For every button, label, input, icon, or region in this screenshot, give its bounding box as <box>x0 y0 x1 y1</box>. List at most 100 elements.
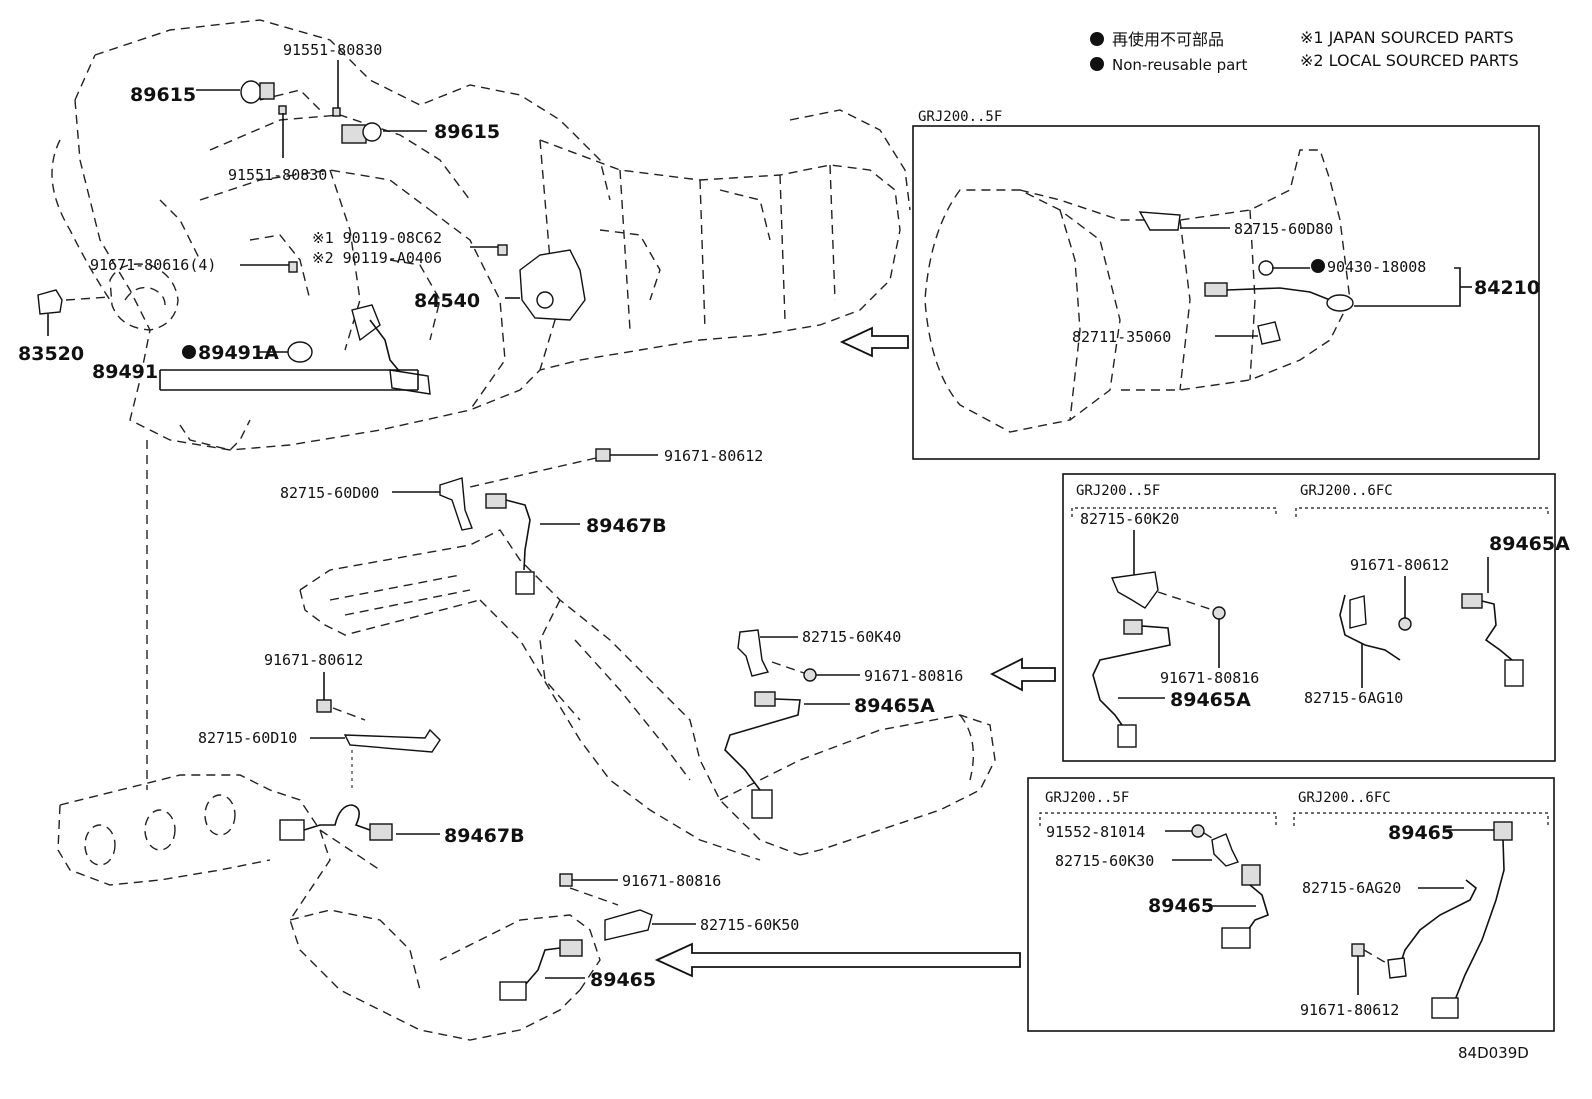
label-89465-box3-left: 89465 <box>1148 895 1214 917</box>
legend: 再使用不可部品 Non-reusable part ※1 JAPAN SOURC… <box>1090 28 1519 74</box>
bolt-91671-80612-box2 <box>1398 617 1412 631</box>
label-82715-60D80: 82715-60D80 <box>1234 220 1333 238</box>
harness-89467B-top <box>505 499 531 571</box>
box2-title-left: GRJ200..5F <box>1076 483 1160 499</box>
bolt-91671-80816-box2 <box>1212 606 1226 620</box>
labels-middle: 91671-80612 82715-60D00 89467B 82715-60K… <box>280 447 963 717</box>
harness-89465-box3-left <box>1247 884 1269 931</box>
labels-top: 89615 91551-80830 89615 91551-80830 ※1 9… <box>18 41 500 383</box>
sensor-89615-right <box>341 124 367 144</box>
label-82715-60K20: 82715-60K20 <box>1080 510 1179 528</box>
box3-title-right: GRJ200..6FC <box>1298 790 1391 806</box>
label-82715-60D10: 82715-60D10 <box>198 729 297 747</box>
label-91552-81014: 91552-81014 <box>1046 823 1145 841</box>
label-91551-top: 91551-80830 <box>283 41 382 59</box>
connector-89465A-box2-left <box>1123 619 1143 635</box>
bracket-82715-60K30 <box>1211 833 1239 867</box>
label-89615-left: 89615 <box>130 84 196 106</box>
box1-title: GRJ200..5F <box>918 109 1002 125</box>
bolt-90119 <box>497 244 508 256</box>
arrow-left-icon <box>654 942 1021 978</box>
bracket-82715-60D10 <box>343 728 441 753</box>
bolt-91671-80816-bot <box>559 873 573 887</box>
exhaust-upper <box>299 448 996 861</box>
harness-84210 <box>1226 287 1331 301</box>
label-90119-local: ※2 90119-A0406 <box>312 249 442 267</box>
connector-89467B-bot <box>369 823 393 841</box>
sensor-84210 <box>1326 294 1354 312</box>
sensor-89465-bot <box>499 981 527 1001</box>
gasket-90430 <box>1258 260 1274 276</box>
harness-89467B-bot <box>303 804 371 831</box>
label-91671-80612-box2: 91671-80612 <box>1350 556 1449 574</box>
bracket-82715-6AG20 <box>1399 879 1478 966</box>
label-84210: 84210 <box>1474 277 1540 299</box>
bolt-91671-80616 <box>288 261 298 273</box>
label-89465-bot: 89465 <box>590 969 656 991</box>
bolt-91671-80612-left <box>316 699 332 713</box>
bolt-91671-80612-top <box>595 448 611 462</box>
box3-title-left: GRJ200..5F <box>1045 790 1129 806</box>
bolt-91671-80612-box3 <box>1351 943 1365 957</box>
sensor-89465A-mid <box>751 789 773 819</box>
label-82711-35060: 82711-35060 <box>1072 328 1171 346</box>
sensor-89615-right-cap <box>362 122 382 142</box>
label-89465A-box2-left: 89465A <box>1170 689 1251 711</box>
connector-89465A-mid <box>754 691 776 707</box>
sensor-89467B-bot <box>279 819 305 841</box>
non-reusable-dot-icon <box>1311 259 1325 273</box>
bracket-82715-6AG10-plate <box>1349 595 1367 629</box>
connector-89465-box3-right <box>1493 821 1513 841</box>
label-91671-80816-mid: 91671-80816 <box>864 667 963 685</box>
bracket-82715-6AG20-plate <box>1387 957 1407 979</box>
non-reusable-dot-icon <box>1090 32 1104 46</box>
harness-89465A-box2-right <box>1481 600 1513 661</box>
non-reusable-dot-icon <box>182 345 196 359</box>
box2-title-right: GRJ200..6FC <box>1300 483 1393 499</box>
arrow-left-icon <box>990 657 1056 692</box>
arrow-left-icon <box>839 326 909 358</box>
clamp-82711 <box>1257 321 1281 345</box>
label-91671-80816-box2: 91671-80816 <box>1160 669 1259 687</box>
label-83520: 83520 <box>18 343 84 365</box>
labels-lower: 91671-80612 82715-60D10 89467B 91671-808… <box>198 651 799 991</box>
label-82715-60D00: 82715-60D00 <box>280 484 379 502</box>
legend-english: Non-reusable part <box>1112 56 1247 74</box>
engine-transmission-outline <box>51 19 911 451</box>
harness-89465A-mid <box>724 698 801 791</box>
bracket-82715-6AG10 <box>1339 594 1401 661</box>
connector-89467B-top <box>485 493 507 509</box>
label-89615-right: 89615 <box>434 121 500 143</box>
label-91671-80612-left: 91671-80612 <box>264 651 363 669</box>
sensor-89615-left-body <box>259 82 275 100</box>
non-reusable-dot-icon <box>1090 57 1104 71</box>
sensor-89491-bracket <box>389 369 431 395</box>
sensor-89465-box3-left <box>1221 927 1251 949</box>
bracket-82715-60K50 <box>604 909 653 941</box>
label-82715-6AG20: 82715-6AG20 <box>1302 879 1401 897</box>
bracket-82715-60K40 <box>737 629 770 677</box>
sensor-89465A-box2-left <box>1117 724 1137 748</box>
connector-89465-bot <box>559 939 583 957</box>
inset-box-grj200-5f-top: GRJ200..5F 82715-60D80 90430-18008 84210… <box>912 109 1540 460</box>
connector-84210 <box>1204 282 1228 297</box>
connector-89465A-box2-right <box>1461 593 1483 609</box>
inset-box-grj200-bottom: GRJ200..5F GRJ200..6FC 91552-81014 82715… <box>1027 777 1555 1032</box>
label-82715-60K30: 82715-60K30 <box>1055 852 1154 870</box>
bracket-82715-60K20 <box>1110 571 1159 609</box>
transmission-parts <box>37 80 586 395</box>
legend-note-japan: ※1 JAPAN SOURCED PARTS <box>1300 28 1514 47</box>
label-82715-6AG10: 82715-6AG10 <box>1304 689 1403 707</box>
label-84540: 84540 <box>414 290 480 312</box>
legend-note-local: ※2 LOCAL SOURCED PARTS <box>1300 51 1519 70</box>
bolt-91551-top <box>332 107 341 117</box>
bolt-91552-81014 <box>1191 824 1205 838</box>
bolt-91671-80816-mid <box>803 668 817 682</box>
sensor-89465-box3-right <box>1431 997 1459 1019</box>
label-91671-80612-top: 91671-80612 <box>664 447 763 465</box>
sensor-83520 <box>37 289 63 315</box>
label-89467B-top: 89467B <box>586 515 667 537</box>
label-91671-80612-box3: 91671-80612 <box>1300 1001 1399 1019</box>
